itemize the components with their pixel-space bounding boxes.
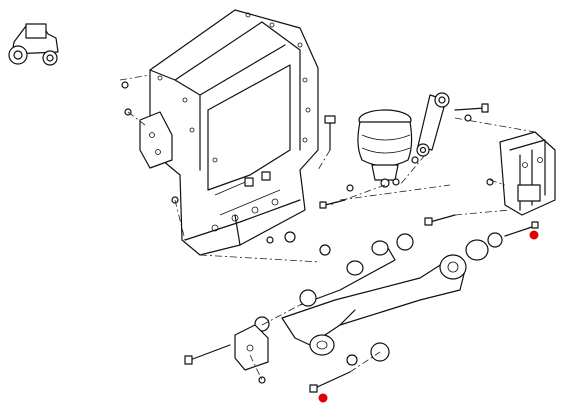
highlight-marker-right xyxy=(529,230,539,240)
assembly-lines xyxy=(119,74,536,381)
frame-bracket xyxy=(149,9,319,256)
right-bracket xyxy=(499,131,556,216)
bushings xyxy=(254,231,503,366)
swing-arm xyxy=(281,247,467,356)
side-plate xyxy=(139,111,173,169)
highlight-marker-bottom xyxy=(318,393,328,403)
highlight-markers xyxy=(318,230,539,403)
bolt-right xyxy=(504,221,539,237)
bolt-top xyxy=(324,115,336,151)
bolt-mid xyxy=(424,214,456,226)
nuts xyxy=(121,81,494,384)
bolt-bottom xyxy=(309,371,351,393)
u-bracket xyxy=(234,324,269,371)
bolt-left xyxy=(184,344,231,365)
shock-absorber xyxy=(416,92,450,157)
tractor-icon xyxy=(8,23,59,66)
bolt-upper xyxy=(454,103,489,113)
air-spring xyxy=(357,109,413,188)
